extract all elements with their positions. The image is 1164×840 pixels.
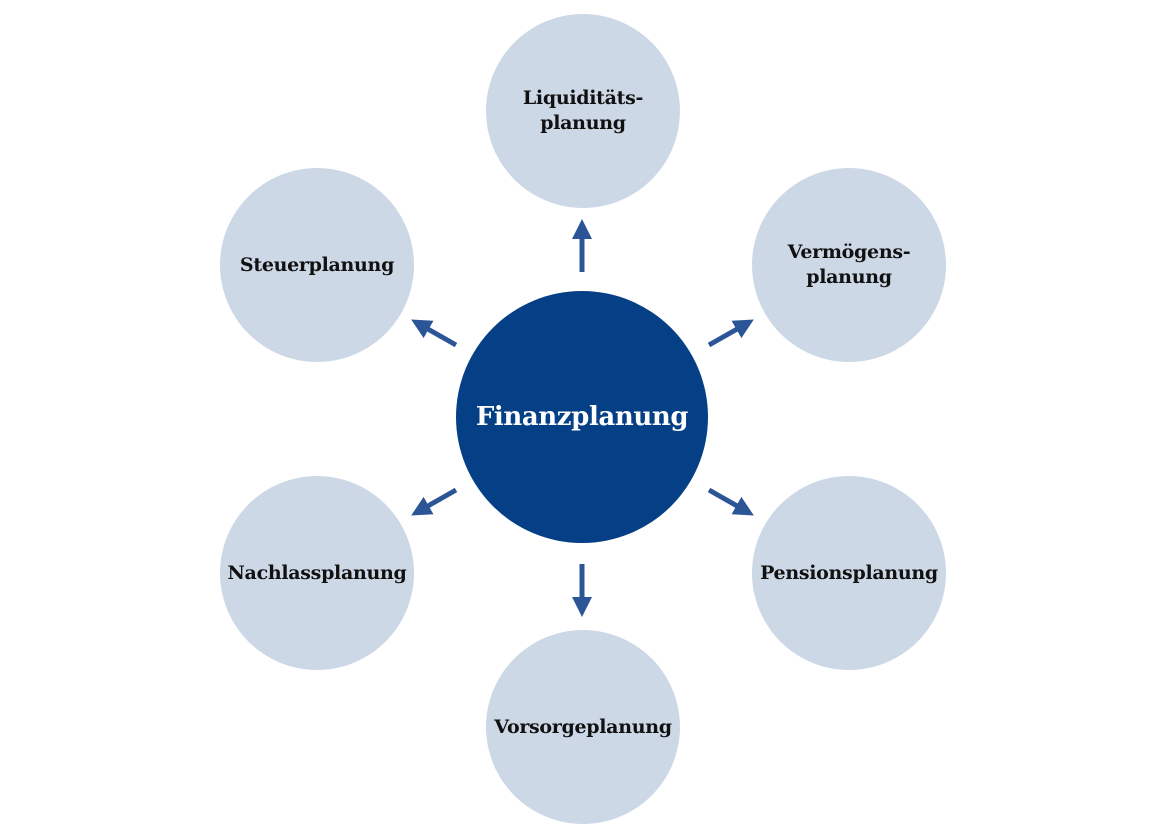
arrow-to-nachlass [411, 487, 458, 516]
node-vorsorgeplanung: Vorsorgeplanung [486, 630, 680, 824]
node-label: Steuerplanung [239, 253, 395, 276]
arrow-to-vermoegen [707, 319, 754, 348]
node-label: Vorsorgeplanung [494, 715, 672, 738]
node-liquiditaetsplanung: Liquiditäts- planung [486, 14, 680, 208]
node-pensionsplanung: Pensionsplanung [752, 476, 946, 670]
arrow-to-steuer [411, 319, 458, 348]
arrow-to-pension [707, 487, 754, 516]
node-label: Nachlassplanung [227, 561, 407, 584]
node-steuerplanung: Steuerplanung [220, 168, 414, 362]
node-vermoegensplanung: Vermögens- planung [752, 168, 946, 362]
node-nachlassplanung: Nachlassplanung [220, 476, 414, 670]
node-label: Vermögens- planung [787, 241, 911, 288]
node-label: Liquiditäts- planung [522, 87, 644, 134]
center-label: Finanzplanung [475, 402, 689, 432]
center-node-finanzplanung: Finanzplanung [456, 291, 708, 543]
node-label: Pensionsplanung [760, 561, 938, 584]
